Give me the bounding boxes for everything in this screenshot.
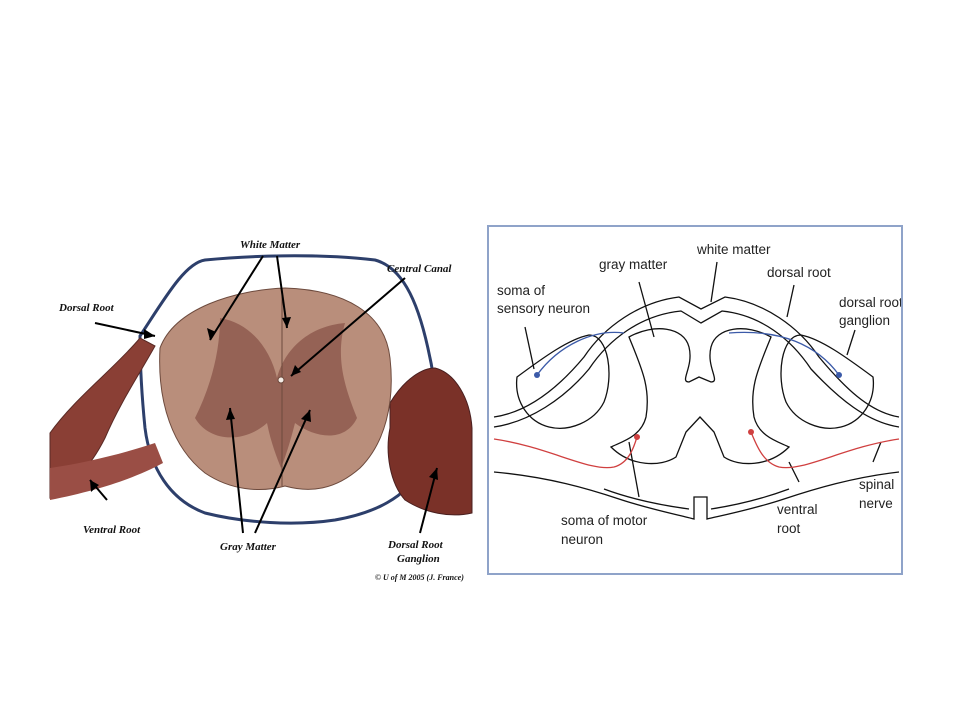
arrow-heads [90,317,438,492]
label-soma-sensory-1: soma of [497,283,545,298]
spinal-cord-schematic: gray matter white matter dorsal root som… [487,225,903,575]
photo-credit: © U of M 2005 (J. France) [375,573,464,582]
label-arrows [89,255,438,534]
label-central-canal: Central Canal [387,263,452,275]
label-soma-sensory-2: sensory neuron [497,301,590,316]
sensory-soma-right [836,372,842,378]
label-ventral-root-1: ventral [777,502,818,517]
cord-gray-matter [195,318,357,468]
sensory-soma-left [534,372,540,378]
photo-illustration: White Matter Central Canal Dorsal Root V… [49,239,473,582]
schematic-outline [493,261,900,520]
label-dorsal-root-ganglion-2: Ganglion [397,553,440,565]
label-dorsal-root: Dorsal Root [58,302,115,314]
label-soma-motor-1: soma of motor [561,513,648,528]
label-soma-motor-2: neuron [561,532,603,547]
sensory-neuron-right [728,331,840,376]
label-spinal-nerve-2: nerve [859,496,893,511]
motor-soma-right [748,429,754,435]
label-ventral-root-2: root [777,521,801,536]
label-gray-matter: gray matter [599,257,668,272]
central-canal [277,376,285,384]
motor-neuron-right [750,431,900,469]
label-spinal-nerve-1: spinal [859,477,894,492]
motor-neuron-left [493,436,638,469]
dorsal-root-ganglion-tissue [387,367,473,516]
label-drg-2: ganglion [839,313,890,328]
ventral-root-left-tissue [50,443,163,500]
label-dorsal-root-ganglion-1: Dorsal Root [387,539,444,551]
sensory-neuron-left [536,331,625,376]
label-white-matter: white matter [696,242,771,257]
spinal-cord-section-photo: White Matter Central Canal Dorsal Root V… [45,228,475,588]
label-gray-matter: Gray Matter [220,541,277,553]
label-ventral-root: Ventral Root [83,524,141,536]
label-white-matter: White Matter [240,239,301,251]
motor-soma-left [634,434,640,440]
schematic-illustration: gray matter white matter dorsal root som… [493,242,903,547]
label-drg-1: dorsal root [839,295,901,310]
label-dorsal-root: dorsal root [767,265,831,280]
